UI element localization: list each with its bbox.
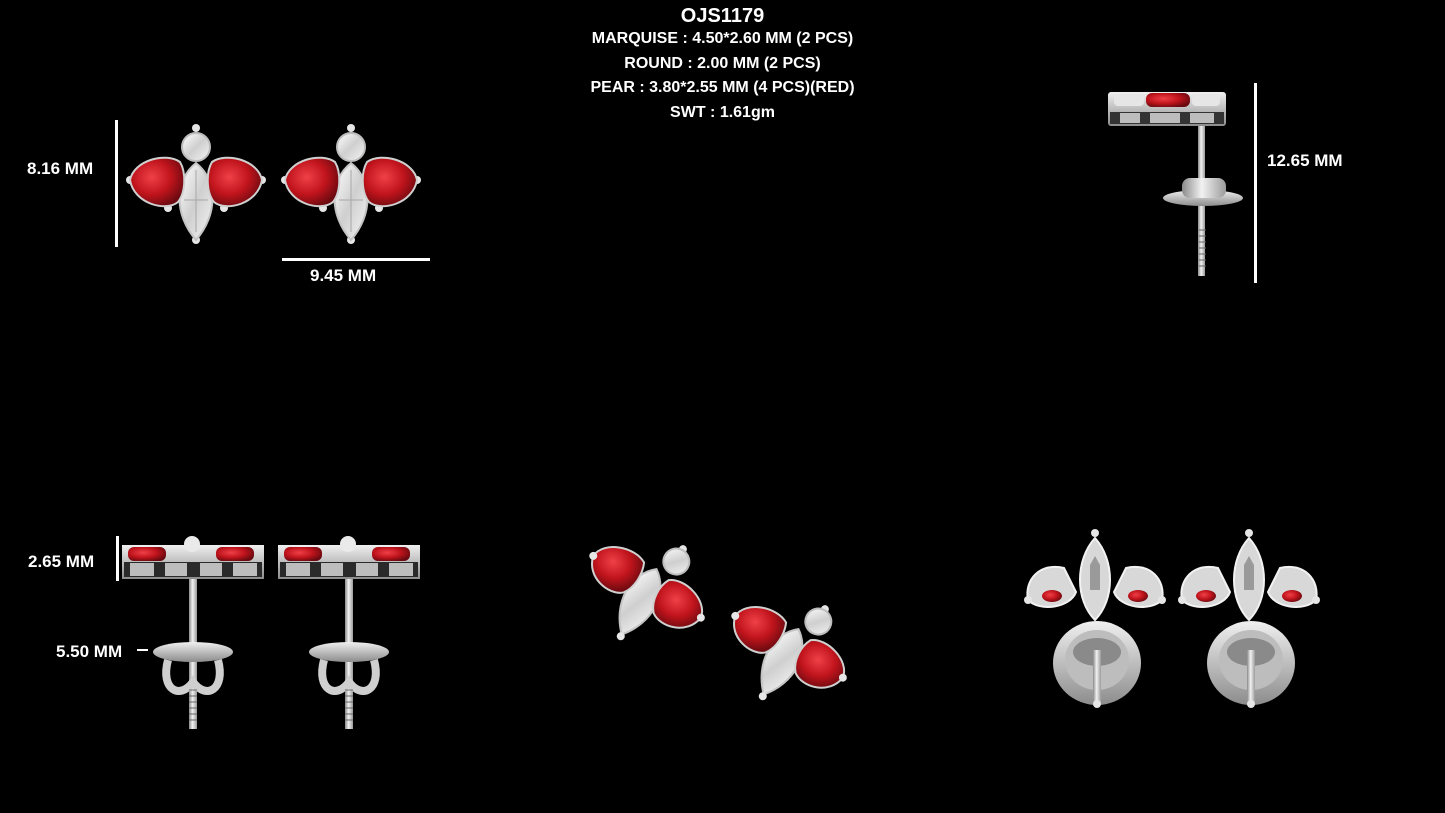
back-view-earring-right [1177,528,1321,709]
angled-view-earring-1 [589,545,705,641]
spec-pear: PEAR : 3.80*2.55 MM (4 PCS)(RED) [590,79,855,96]
side-view-pair-right [278,536,420,729]
spec-marquise: MARQUISE : 4.50*2.60 MM (2 PCS) [591,30,854,47]
product-code: OJS1179 [680,5,765,27]
width-dimension-line [282,258,430,261]
angled-view-earring-2 [731,605,847,701]
front-view-earring-right [280,123,422,245]
side-view-pair-left [122,536,264,729]
back-view-earring-left [1024,529,1166,708]
depth-dimension-label: 2.65 MM [28,552,95,571]
spec-block: OJS1179 MARQUISE : 4.50*2.60 MM (2 PCS) … [0,5,1445,125]
front-view-earring-left [126,124,266,244]
spec-round: ROUND : 2.00 MM (2 PCS) [624,54,821,72]
back-size-tick [137,649,148,651]
spec-weight: SWT : 1.61gm [670,103,775,121]
back-size-dimension-label: 5.50 MM [56,642,123,661]
side-view-earring [1108,92,1243,276]
height-dimension-label: 8.16 MM [27,159,94,178]
width-dimension-label: 9.45 MM [310,266,377,285]
length-dimension-line [1254,83,1257,283]
length-dimension-label: 12.65 MM [1267,151,1343,170]
height-dimension-line [115,120,118,247]
depth-dimension-line [116,536,119,581]
